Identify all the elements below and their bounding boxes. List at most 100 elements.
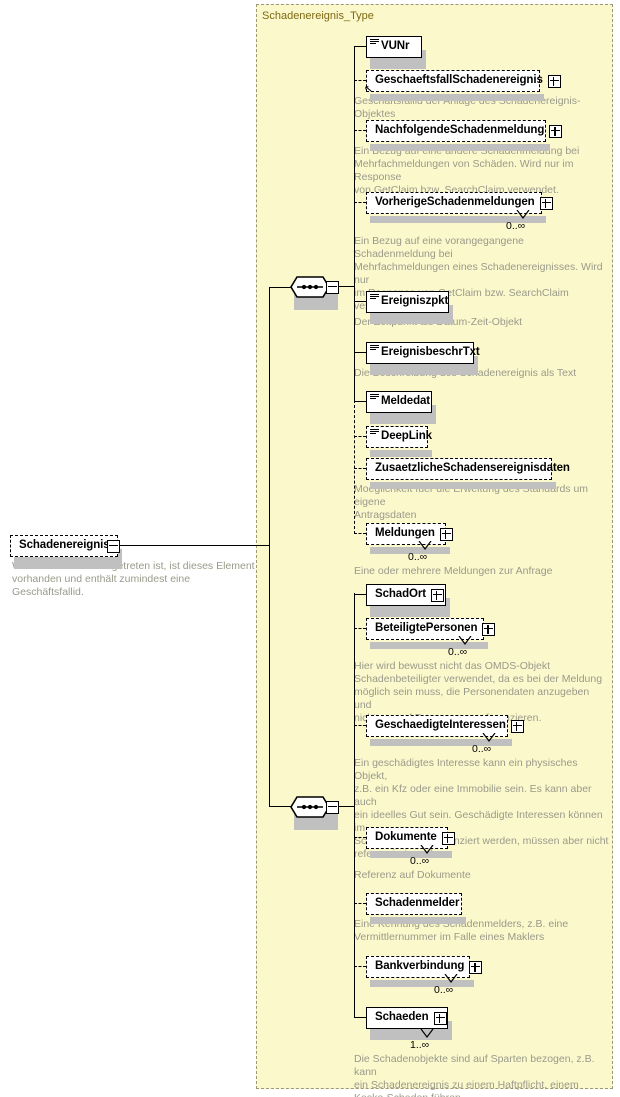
element-node-meldedat[interactable]: Meldedat: [366, 391, 432, 413]
element-node-beteiligtepersonen[interactable]: BeteiligtePersonen: [366, 618, 496, 640]
element-label: Schadenmelder: [375, 897, 460, 910]
expander-plus-icon[interactable]: [547, 74, 561, 88]
element-label: EreignisbeschrTxt: [381, 346, 480, 359]
sequence-2-expander-minus-icon[interactable]: [326, 801, 339, 814]
occurrence-caret-icon: [516, 210, 530, 219]
occurrence-caret-icon: [420, 845, 434, 854]
annotation-dokumente: Referenz auf Dokumente: [354, 869, 471, 881]
element-node-ereignisbeschrtxt[interactable]: EreignisbeschrTxt: [366, 342, 480, 364]
expander-plus-icon[interactable]: [469, 960, 483, 974]
element-label: VUNr: [381, 40, 410, 53]
occurrence-caret-icon: [458, 636, 472, 645]
reference-arrow-icon: [365, 86, 372, 92]
zusaetzliche-shadow: [370, 482, 556, 489]
element-label: NachfolgendeSchadenmeldung: [375, 124, 545, 137]
element-label: VorherigeSchadenmeldungen: [375, 196, 535, 209]
sequence-2-compositor[interactable]: [290, 796, 336, 818]
element-node-bankverbindung[interactable]: Bankverbindung: [366, 956, 483, 978]
connector-to-meldungen: [354, 533, 366, 534]
simple-type-icon: [370, 39, 379, 46]
connector-to-meldedat: [354, 401, 366, 403]
annotation-vorherige: Ein Bezug auf eine vorangegangene Schade…: [354, 235, 603, 312]
connector-to-schadort: [354, 594, 366, 596]
element-node-meldungen[interactable]: Meldungen: [366, 523, 453, 545]
annotation-schaeden: Die Schadenobjekte sind auf Sparten bezo…: [354, 1053, 595, 1097]
element-node-ereigniszpkt[interactable]: Ereigniszpkt: [366, 291, 449, 313]
simple-type-icon: [370, 345, 379, 352]
annotation-nachfolgende: Ein Bezug auf eine andere Schadenmeldung…: [354, 145, 580, 196]
connector-to-schadenmelder: [354, 903, 366, 904]
connector-spine-to-seq1: [269, 287, 291, 289]
complex-type-title: Schadenereignis_Type: [262, 10, 374, 22]
expander-plus-icon[interactable]: [482, 622, 496, 636]
element-node-schaeden[interactable]: Schaeden: [366, 1007, 448, 1029]
geschaedigteinteressen-shadow: [370, 739, 512, 746]
element-node-vorherigeschadenmeldungen[interactable]: VorherigeSchadenmeldungen: [366, 192, 553, 214]
bankverbindung-shadow: [370, 980, 474, 987]
connector-seq1-bus-dashed: [354, 400, 355, 534]
connector-to-vunr: [354, 46, 366, 48]
connector-seq2-out: [337, 806, 355, 808]
connector-to-beteiligtepersonen: [354, 628, 366, 629]
vorherige-shadow: [370, 216, 546, 223]
expander-plus-icon[interactable]: [510, 719, 524, 733]
expander-plus-icon[interactable]: [439, 527, 453, 541]
element-label: GeschaeftsfallSchadenereignis: [375, 74, 543, 87]
occurrence-vorherige: 0..∞: [506, 220, 526, 232]
sequence-1-icon: [290, 276, 330, 298]
connector-to-nachfolgende: [354, 130, 366, 131]
occurrence-bankverbindung: 0..∞: [434, 984, 454, 996]
expander-plus-icon[interactable]: [549, 124, 563, 138]
root-expander-minus-icon[interactable]: [107, 540, 120, 553]
connector-to-zusaetzliche: [354, 468, 366, 469]
nachfolgende-shadow: [370, 144, 550, 151]
element-node-vunr[interactable]: VUNr: [366, 36, 422, 58]
root-element-label: Schadenereignis: [19, 539, 110, 552]
sequence-1-compositor[interactable]: [290, 276, 336, 298]
occurrence-geschaedigteinteressen: 0..∞: [472, 743, 492, 755]
sequence-2-icon: [290, 796, 330, 818]
element-label: BeteiligtePersonen: [375, 622, 478, 635]
connector-root-to-type: [118, 545, 270, 547]
connector-to-bankverbindung: [354, 966, 366, 967]
element-label: Dokumente: [375, 831, 437, 844]
element-node-deeplink[interactable]: DeepLink: [366, 426, 432, 448]
element-label: SchadOrt: [375, 588, 426, 601]
element-label: Meldedat: [381, 395, 431, 408]
element-node-geschaedigteinteressen[interactable]: GeschaedigteInteressen: [366, 715, 524, 737]
geschaeftsfall-shadow: [370, 94, 544, 101]
connector-to-ereigniszpkt: [354, 301, 366, 303]
expander-plus-icon[interactable]: [433, 1011, 447, 1025]
expander-plus-icon[interactable]: [539, 196, 553, 210]
element-node-geschaeftsfallschadenereignis[interactable]: GeschaeftsfallSchadenereignis: [366, 70, 561, 92]
connector-to-geschaedigteinteressen: [354, 725, 366, 726]
element-node-zusaetzlicheschadensereignisdaten[interactable]: ZusaetzlicheSchadensereignisdaten: [366, 458, 570, 480]
simple-type-icon: [370, 429, 379, 436]
element-node-schadort[interactable]: SchadOrt: [366, 584, 446, 606]
connector-to-geschaeftsfall: [354, 80, 366, 81]
connector-seq2-bus-solid: [354, 593, 356, 1017]
simple-type-icon: [370, 394, 379, 401]
dokumente-shadow: [370, 851, 452, 858]
expander-plus-icon[interactable]: [441, 831, 455, 845]
connector-to-schaeden: [354, 1017, 366, 1019]
occurrence-caret-icon: [482, 733, 496, 742]
connector-seq1-bus-solid: [354, 46, 356, 401]
element-label: GeschaedigteInteressen: [375, 719, 506, 732]
meldungen-shadow: [370, 547, 450, 554]
root-element-node[interactable]: Schadenereignis: [10, 535, 118, 557]
element-label: Meldungen: [375, 527, 435, 540]
occurrence-caret-icon: [444, 974, 458, 983]
element-node-dokumente[interactable]: Dokumente: [366, 827, 455, 849]
connector-to-dokumente: [354, 837, 366, 838]
connector-to-vorherige: [354, 202, 366, 203]
expander-plus-icon[interactable]: [430, 588, 444, 602]
element-node-nachfolgendeschadenmeldung[interactable]: NachfolgendeSchadenmeldung: [366, 120, 563, 142]
deeplink-shadow: [370, 450, 432, 457]
sequence-1-expander-minus-icon[interactable]: [326, 281, 339, 294]
element-label: Ereigniszpkt: [381, 295, 449, 308]
connector-spine-vertical: [269, 287, 271, 807]
occurrence-caret-icon: [418, 541, 432, 550]
element-node-schadenmelder[interactable]: Schadenmelder: [366, 893, 462, 915]
